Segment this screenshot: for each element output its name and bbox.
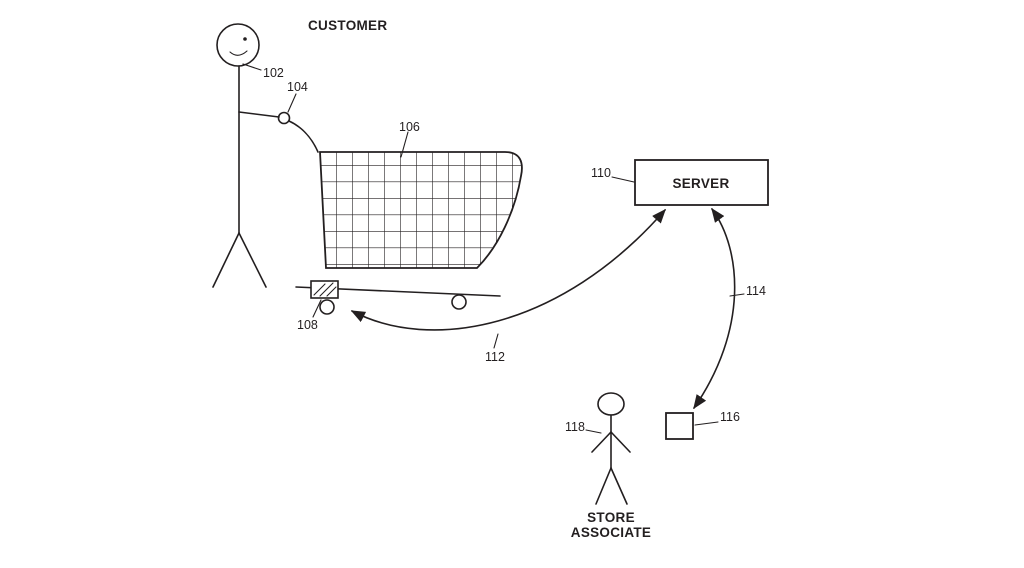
ref-116: 116 — [720, 410, 740, 424]
leader-106 — [400, 131, 409, 158]
ref-108: 108 — [297, 318, 318, 332]
cart-handle — [288, 120, 319, 153]
ref-110: 110 — [591, 166, 611, 180]
ref-112: 112 — [485, 350, 505, 364]
customer-leg-right — [238, 232, 267, 288]
leader-102 — [242, 63, 262, 71]
cart-device — [310, 280, 339, 299]
associate-arm-left — [591, 431, 612, 453]
leader-114 — [729, 293, 745, 297]
associate-device — [665, 412, 694, 440]
store-associate-label-line2: ASSOCIATE — [571, 525, 651, 540]
server-label: SERVER — [672, 176, 729, 191]
associate-leg-left — [595, 467, 612, 505]
customer-leg-left — [212, 232, 240, 288]
customer-head — [216, 23, 260, 67]
ref-118: 118 — [565, 420, 585, 434]
leader-108 — [312, 299, 322, 318]
cart-handle-grip — [277, 111, 291, 125]
associate-leg-right — [610, 467, 628, 505]
store-associate-figure — [591, 392, 631, 505]
associate-head — [597, 392, 625, 416]
shopping-cart — [277, 111, 523, 315]
arrow-cart-server — [350, 208, 666, 331]
store-associate-label-line1: STORE — [587, 510, 635, 525]
leader-104 — [287, 93, 297, 113]
ref-104: 104 — [287, 80, 308, 94]
customer-figure — [212, 23, 280, 288]
customer-eye — [243, 37, 247, 41]
ref-114: 114 — [746, 284, 766, 298]
leader-112 — [493, 333, 499, 349]
server-box: SERVER — [634, 159, 769, 206]
leader-110 — [611, 176, 635, 183]
ref-106: 106 — [399, 120, 420, 134]
customer-label: CUSTOMER — [308, 18, 387, 33]
ref-102: 102 — [263, 66, 284, 80]
cart-wheel-left — [319, 299, 335, 315]
leader-116 — [694, 421, 719, 426]
customer-smile — [229, 50, 248, 56]
associate-arm-right — [610, 431, 631, 453]
arrow-server-associate-device — [693, 207, 736, 410]
leader-118 — [585, 429, 602, 434]
customer-arm — [238, 111, 280, 118]
cart-wheel-right — [451, 294, 467, 310]
cart-basket — [319, 151, 523, 269]
